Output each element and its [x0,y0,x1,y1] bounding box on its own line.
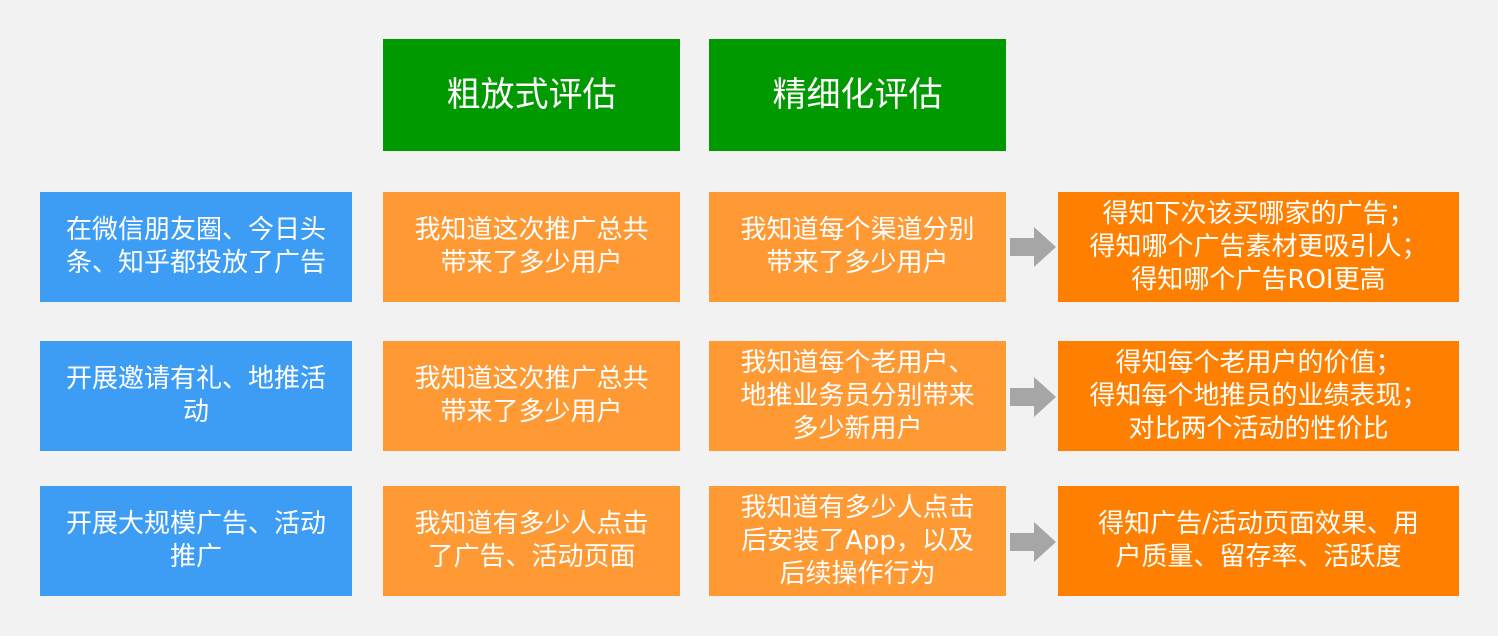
fine-evaluation-box: 我知道有多少人点击 后安装了App，以及 后续操作行为 [709,486,1006,596]
scenario-box: 在微信朋友圈、今日头 条、知乎都投放了广告 [40,192,352,302]
outcome-box: 得知广告/活动页面效果、用 户质量、留存率、活跃度 [1058,486,1459,596]
coarse-evaluation-box: 我知道有多少人点击 了广告、活动页面 [383,486,680,596]
fine-evaluation-header: 精细化评估 [709,39,1006,151]
right-arrow-icon [1010,377,1056,417]
coarse-evaluation-box: 我知道这次推广总共 带来了多少用户 [383,192,680,302]
right-arrow-icon [1010,522,1056,562]
fine-evaluation-box: 我知道每个渠道分别 带来了多少用户 [709,192,1006,302]
outcome-box: 得知下次该买哪家的广告； 得知哪个广告素材更吸引人； 得知哪个广告ROI更高 [1058,192,1459,302]
coarse-evaluation-box: 我知道这次推广总共 带来了多少用户 [383,341,680,451]
outcome-box: 得知每个老用户的价值； 得知每个地推员的业绩表现； 对比两个活动的性价比 [1058,341,1459,451]
right-arrow-icon [1010,227,1056,267]
fine-evaluation-box: 我知道每个老用户、 地推业务员分别带来 多少新用户 [709,341,1006,451]
scenario-box: 开展大规模广告、活动 推广 [40,486,352,596]
coarse-evaluation-header: 粗放式评估 [383,39,680,151]
scenario-box: 开展邀请有礼、地推活 动 [40,341,352,451]
